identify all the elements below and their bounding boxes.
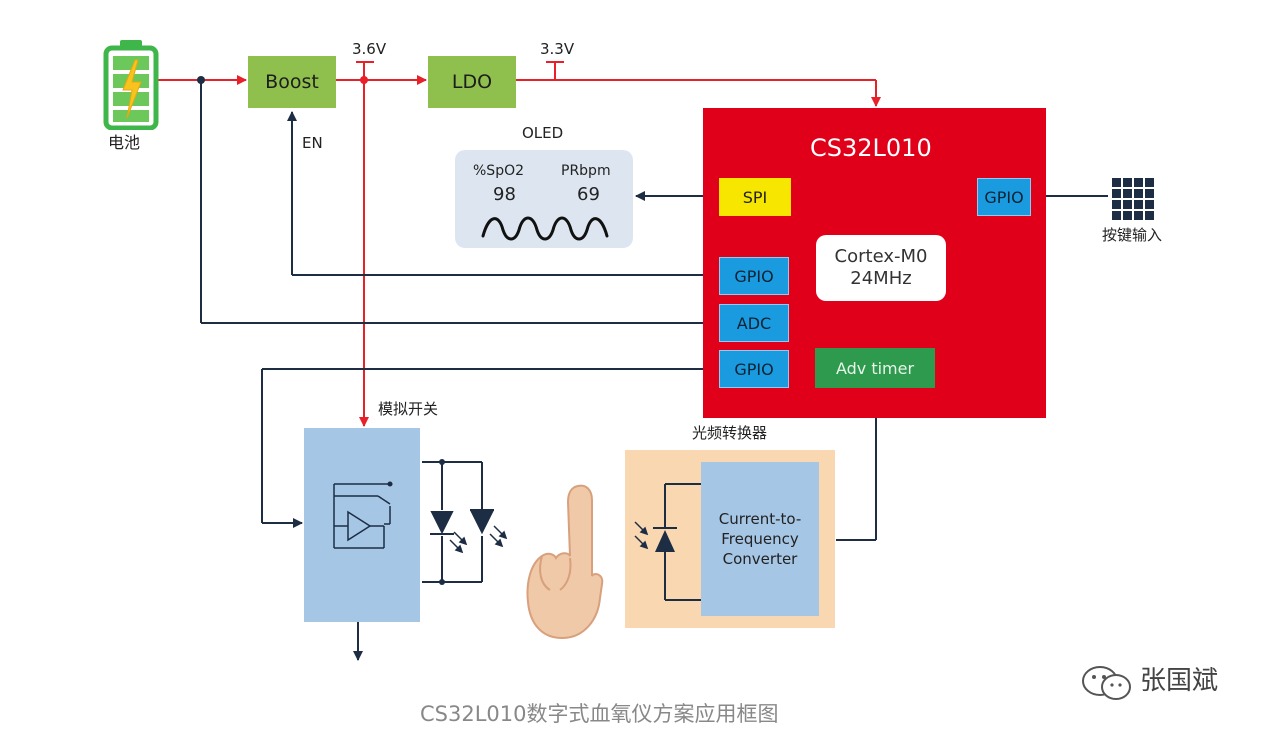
adv-timer-label: Adv timer <box>835 358 915 378</box>
watermark-author: 张国斌 <box>1140 666 1219 696</box>
switch-amplifier-icon <box>333 481 393 549</box>
core-frequency: 24MHz <box>850 268 912 289</box>
junction-dot <box>360 76 368 84</box>
mcu-title: CS32L010 <box>810 134 932 162</box>
boost-label: Boost <box>265 71 319 93</box>
ldo-label: LDO <box>451 71 493 93</box>
cortex-core-block: Cortex-M0 24MHz <box>816 235 946 301</box>
gpio-enable-pin: GPIO <box>719 257 789 295</box>
spo2-value: 98 <box>493 184 516 205</box>
finger-icon <box>526 484 604 640</box>
pr-label: PRbpm <box>561 163 611 179</box>
analog-switch-label: 模拟开关 <box>378 400 439 418</box>
pleth-waveform <box>481 216 609 241</box>
gpio-enable-label: GPIO <box>734 266 774 286</box>
mcu-block: CS32L010 SPI GPIO Cortex-M0 24MHz GPIO A… <box>703 108 1046 418</box>
junction-dot <box>197 76 205 84</box>
battery-icon <box>103 40 159 130</box>
led-circuit <box>422 461 483 583</box>
gpio-switch-pin: GPIO <box>719 350 789 388</box>
pr-value: 69 <box>577 184 600 205</box>
core-name: Cortex-M0 <box>834 245 928 267</box>
ltf-block: Current-to- Frequency Converter <box>625 450 835 628</box>
ldo-block: LDO <box>428 56 516 108</box>
ltf-title: 光频转换器 <box>692 424 768 442</box>
oled-title: OLED <box>522 124 564 142</box>
battery-label: 电池 <box>108 133 141 152</box>
keypad-icon <box>1112 178 1154 220</box>
boost-block: Boost <box>248 56 336 108</box>
spo2-label: %SpO2 <box>473 163 525 179</box>
converter-line-3: Converter <box>722 550 798 569</box>
adv-timer-block: Adv timer <box>815 348 935 388</box>
spi-pin: SPI <box>719 178 791 216</box>
adc-label: ADC <box>736 313 772 333</box>
wechat-icon <box>1082 666 1131 700</box>
led-pair-icon <box>430 509 508 554</box>
adc-pin: ADC <box>719 304 789 342</box>
voltage-3v6-label: 3.6V <box>352 40 387 58</box>
enable-label: EN <box>302 134 323 152</box>
oled-display: %SpO2 PRbpm 98 69 <box>455 150 633 248</box>
photodiode-icon <box>634 483 701 601</box>
converter-line-1: Current-to- <box>718 509 802 528</box>
converter-line-2: Frequency <box>721 529 799 548</box>
voltage-3v3-label: 3.3V <box>540 40 575 58</box>
figure-caption: CS32L010数字式血氧仪方案应用框图 <box>420 702 779 726</box>
current-to-frequency-converter: Current-to- Frequency Converter <box>701 462 819 616</box>
gpio-switch-label: GPIO <box>734 359 774 379</box>
gpio-keypad-label: GPIO <box>984 187 1024 207</box>
spi-label: SPI <box>742 187 768 207</box>
gpio-keypad-pin: GPIO <box>977 178 1031 216</box>
keypad-label: 按键输入 <box>1102 226 1163 244</box>
signal-lines <box>200 80 1108 661</box>
analog-switch-block <box>304 428 420 622</box>
